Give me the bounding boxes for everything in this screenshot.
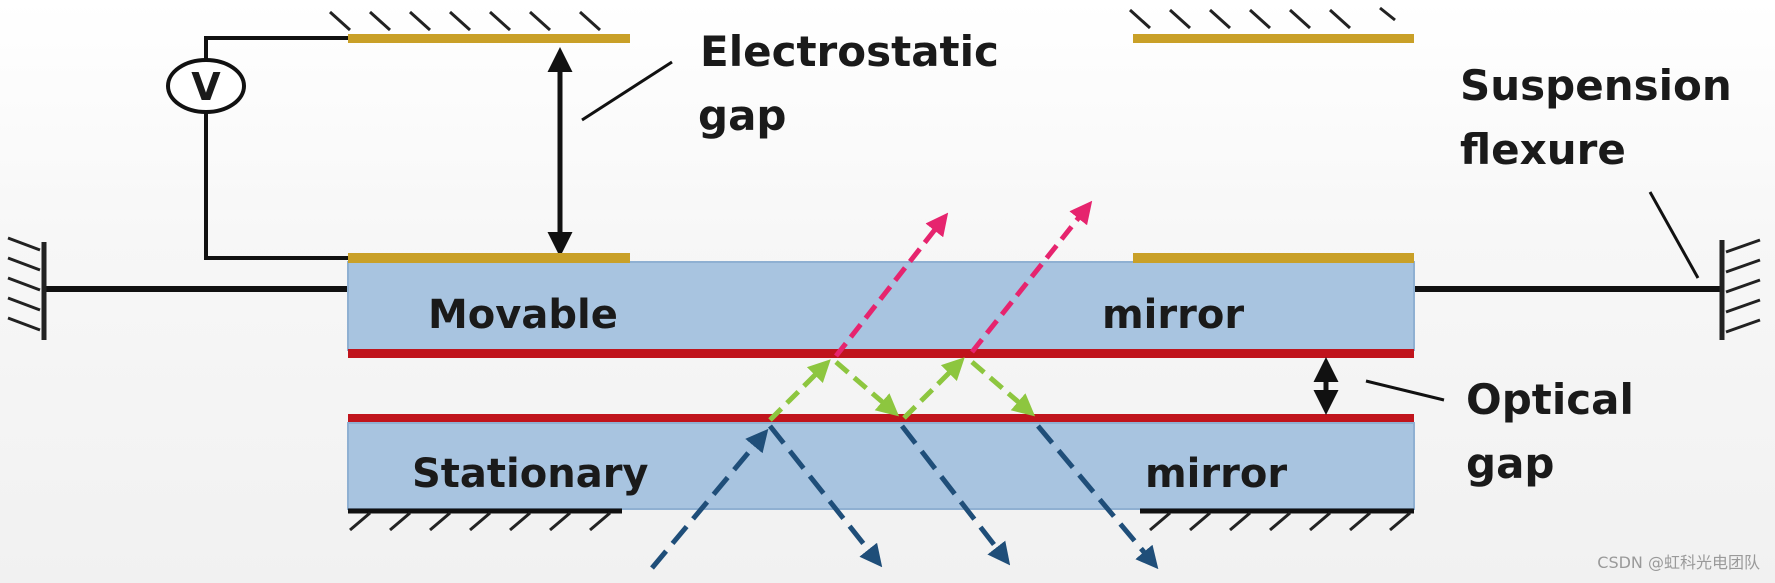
optical-gap-leader: [1365, 379, 1445, 402]
voltmeter-label: V: [191, 65, 221, 109]
output-ray-1: [834, 212, 949, 358]
top-left-ground-hatch: [328, 10, 602, 32]
optical-gap-label-line1: Optical: [1466, 375, 1634, 424]
right-wall-anchor: [1719, 238, 1761, 340]
electrostatic-gap-label-line1: Electrostatic: [700, 27, 999, 76]
movable-reflective-layer: [348, 349, 1414, 358]
stationary-mirror: [347, 422, 1415, 510]
voltage-circuit-wire: [204, 36, 348, 260]
watermark-text: CSDN @虹科光电团队: [1597, 553, 1760, 572]
stationary-reflective-layer: [348, 414, 1414, 423]
internal-ray-down-1: [834, 360, 900, 417]
incident-light-ray: [650, 428, 769, 570]
stationary-mirror-label-suffix: mirror: [1145, 451, 1287, 497]
voltmeter-symbol: V: [166, 58, 246, 114]
top-left-fixed-electrode: [348, 34, 630, 43]
bottom-right-ground-hatch: [1149, 511, 1411, 532]
internal-ray-up-2: [902, 357, 965, 420]
top-right-fixed-electrode: [1133, 34, 1414, 43]
movable-mirror: [347, 261, 1415, 351]
output-ray-2: [970, 200, 1093, 354]
movable-electrode-right: [1133, 253, 1414, 263]
movable-mirror-label-suffix: mirror: [1102, 292, 1244, 338]
optical-gap-label-line2: gap: [1466, 439, 1554, 488]
suspension-flexure-label-line1: Suspension: [1460, 61, 1732, 110]
suspension-flexure-label-line2: flexure: [1460, 125, 1626, 174]
transmitted-ray-1: [768, 424, 883, 568]
internal-ray-down-2: [970, 360, 1036, 417]
bottom-left-ground-hatch: [349, 511, 611, 532]
suspension-flexure-leader: [1648, 191, 1700, 279]
movable-electrode-left: [348, 253, 630, 263]
left-wall-anchor: [7, 236, 47, 340]
top-right-ground-hatch: [1128, 6, 1396, 30]
stationary-mirror-label: Stationary: [412, 451, 649, 497]
transmitted-ray-2: [900, 424, 1011, 566]
electrostatic-gap-label-line2: gap: [698, 91, 786, 140]
electrostatic-gap-leader: [581, 60, 673, 122]
movable-mirror-label: Movable: [428, 292, 618, 338]
internal-ray-up-1: [768, 359, 831, 422]
